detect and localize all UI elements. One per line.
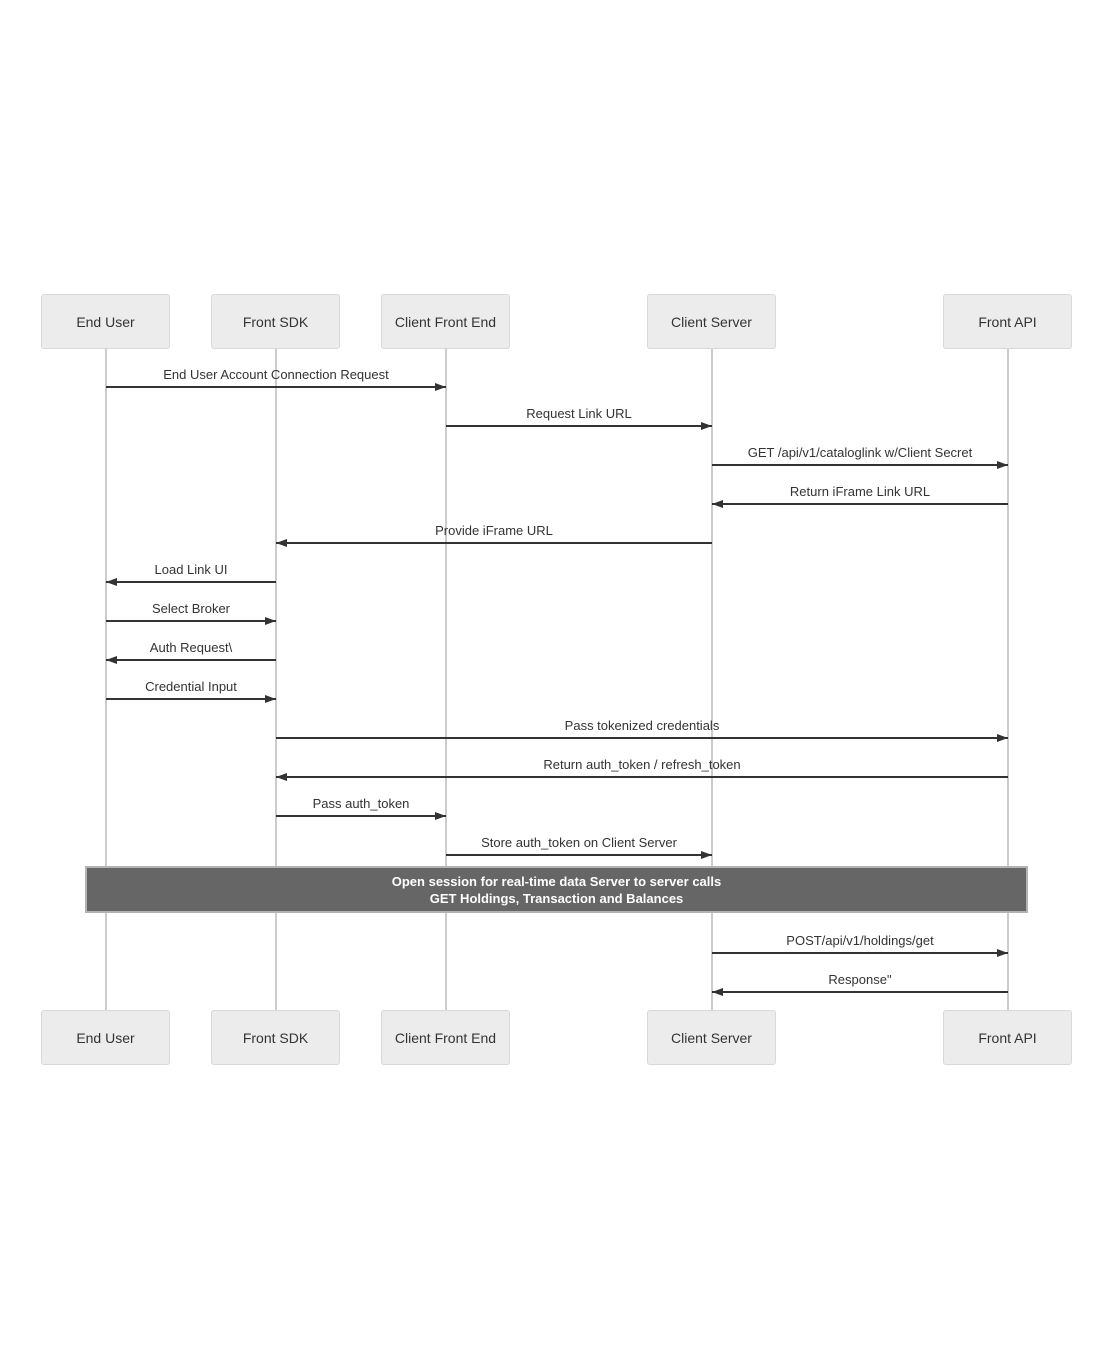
actor-bottom-client-front-end: Client Front End bbox=[381, 1010, 510, 1065]
message-8-label: Credential Input bbox=[145, 679, 237, 694]
actor-top-end-user: End User bbox=[41, 294, 170, 349]
message-8-arrowhead bbox=[265, 694, 276, 703]
message-2-arrow-line bbox=[712, 464, 1008, 466]
message-4-label: Provide iFrame URL bbox=[435, 523, 553, 538]
message-1-arrowhead bbox=[701, 421, 712, 430]
message-7-label: Auth Request\ bbox=[149, 640, 233, 655]
message-10-arrowhead bbox=[276, 772, 287, 781]
message-3-label: Return iFrame Link URL bbox=[789, 484, 931, 499]
message-0-arrowhead bbox=[435, 382, 446, 391]
message-6-arrowhead bbox=[265, 616, 276, 625]
message-6-label: Select Broker bbox=[151, 601, 231, 616]
message-4-arrowhead bbox=[276, 538, 287, 547]
message-11-arrow-line bbox=[276, 815, 446, 817]
message-9-arrowhead bbox=[997, 733, 1008, 742]
message-10-label: Return auth_token / refresh_token bbox=[543, 757, 741, 772]
actor-bottom-front-sdk: Front SDK bbox=[211, 1010, 340, 1065]
message-0-label: End User Account Connection Request bbox=[163, 367, 389, 382]
message-12-arrow-line bbox=[446, 854, 712, 856]
actor-top-client-server: Client Server bbox=[647, 294, 776, 349]
actor-label-end-user: End User bbox=[76, 313, 135, 330]
lifeline-front-api bbox=[1007, 349, 1009, 1010]
actor-top-client-front-end: Client Front End bbox=[381, 294, 510, 349]
actor-label-front-sdk: Front SDK bbox=[242, 313, 309, 330]
note-line-2: GET Holdings, Transaction and Balances bbox=[429, 890, 684, 906]
message-6-arrow-line bbox=[106, 620, 276, 622]
message-11-arrowhead bbox=[435, 811, 446, 820]
message-12-arrowhead bbox=[701, 850, 712, 859]
message-2-label: GET /api/v1/cataloglink w/Client Secret bbox=[747, 445, 973, 460]
message-13-arrow-line bbox=[712, 952, 1008, 954]
lifeline-end-user bbox=[105, 349, 107, 1010]
message-13-label: POST/api/v1/holdings/get bbox=[786, 933, 934, 948]
message-14-arrowhead bbox=[712, 987, 723, 996]
lifeline-front-sdk bbox=[275, 349, 277, 1010]
actor-bottom-front-api: Front API bbox=[943, 1010, 1072, 1065]
actor-label-front-sdk: Front SDK bbox=[242, 1029, 309, 1046]
lifeline-client-front-end bbox=[445, 349, 447, 1010]
actor-label-client-server: Client Server bbox=[671, 313, 752, 330]
message-3-arrowhead bbox=[712, 499, 723, 508]
actor-label-client-front-end: Client Front End bbox=[394, 313, 497, 330]
note-banner: Open session for real-time data Server t… bbox=[85, 866, 1028, 913]
message-2-arrowhead bbox=[997, 460, 1008, 469]
message-10-arrow-line bbox=[276, 776, 1008, 778]
message-7-arrow-line bbox=[106, 659, 276, 661]
message-1-arrow-line bbox=[446, 425, 712, 427]
message-7-arrowhead bbox=[106, 655, 117, 664]
message-9-label: Pass tokenized credentials bbox=[564, 718, 720, 733]
actor-bottom-client-server: Client Server bbox=[647, 1010, 776, 1065]
lifeline-client-server bbox=[711, 349, 713, 1010]
actor-label-front-api: Front API bbox=[978, 313, 1037, 330]
message-12-label: Store auth_token on Client Server bbox=[481, 835, 677, 850]
message-9-arrow-line bbox=[276, 737, 1008, 739]
message-0-arrow-line bbox=[106, 386, 446, 388]
message-14-arrow-line bbox=[712, 991, 1008, 993]
message-11-label: Pass auth_token bbox=[312, 796, 410, 811]
message-5-arrowhead bbox=[106, 577, 117, 586]
message-13-arrowhead bbox=[997, 948, 1008, 957]
note-line-1: Open session for real-time data Server t… bbox=[391, 873, 722, 889]
message-4-arrow-line bbox=[276, 542, 712, 544]
actor-label-front-api: Front API bbox=[978, 1029, 1037, 1046]
actor-label-client-server: Client Server bbox=[671, 1029, 752, 1046]
message-14-label: Response" bbox=[828, 972, 892, 987]
actor-bottom-end-user: End User bbox=[41, 1010, 170, 1065]
message-3-arrow-line bbox=[712, 503, 1008, 505]
message-5-label: Load Link UI bbox=[154, 562, 228, 577]
actor-label-end-user: End User bbox=[76, 1029, 135, 1046]
actor-top-front-api: Front API bbox=[943, 294, 1072, 349]
message-1-label: Request Link URL bbox=[526, 406, 632, 421]
message-5-arrow-line bbox=[106, 581, 276, 583]
message-8-arrow-line bbox=[106, 698, 276, 700]
actor-label-client-front-end: Client Front End bbox=[394, 1029, 497, 1046]
actor-top-front-sdk: Front SDK bbox=[211, 294, 340, 349]
